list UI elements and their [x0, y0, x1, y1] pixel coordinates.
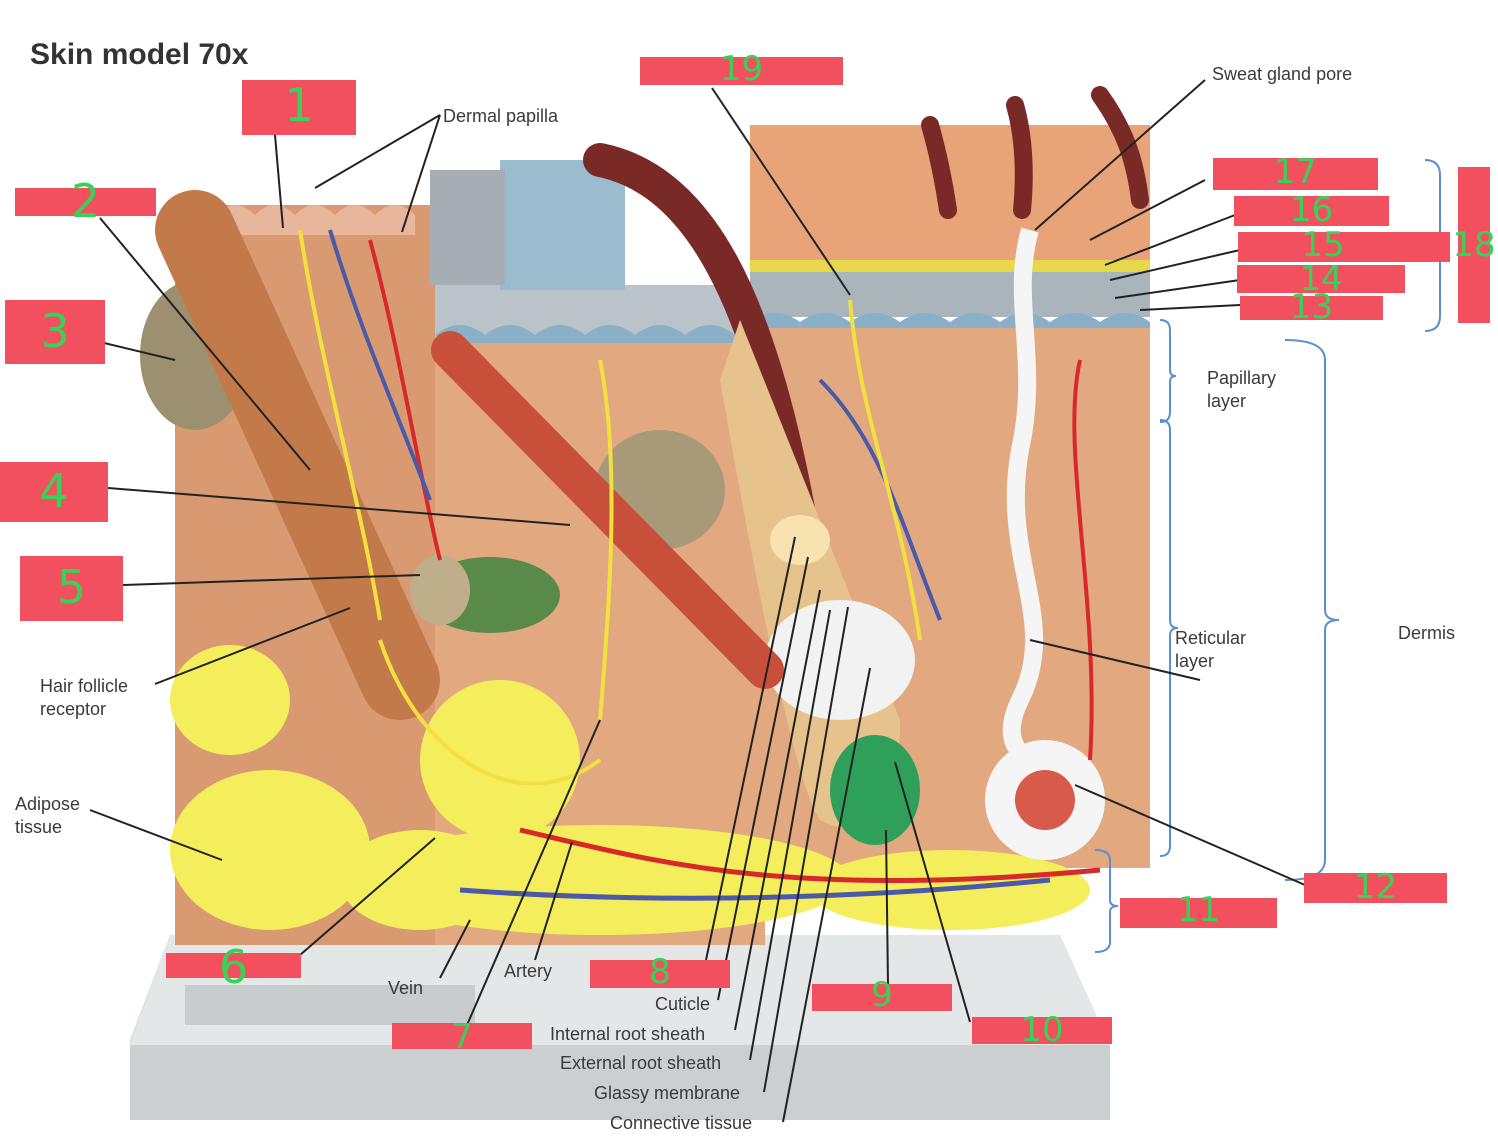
adipose-layer — [170, 645, 1090, 935]
answer-number-9: 9 — [871, 975, 893, 1015]
label-hair-follicle-receptor-text: Hair follicle receptor — [40, 676, 129, 720]
leader-lines — [89, 79, 1306, 1123]
answer-box-3[interactable] — [5, 300, 105, 364]
answer-box-18[interactable] — [1458, 167, 1490, 323]
lamellated-corpuscle — [410, 555, 560, 633]
answer-box-6[interactable] — [166, 953, 301, 978]
hair-follicle — [720, 320, 920, 845]
label-hair-follicle-receptor: Hair follicle receptor — [40, 675, 155, 722]
answer-number-14: 14 — [1299, 259, 1343, 299]
label-dermis: Dermis — [1398, 623, 1455, 643]
nerves — [298, 229, 922, 786]
answer-number-8: 8 — [649, 952, 671, 992]
answer-number-4: 4 — [39, 464, 69, 518]
diagram-title: Skin model 70x — [30, 38, 249, 71]
answer-number-2: 2 — [70, 174, 101, 228]
answer-number-16: 16 — [1289, 190, 1334, 230]
answer-box-7[interactable] — [392, 1023, 532, 1049]
answer-number-17: 17 — [1273, 152, 1318, 192]
answer-box-5[interactable] — [20, 556, 123, 621]
label-sweat-gland-pore: Sweat gland pore — [1212, 64, 1353, 84]
answer-number-12: 12 — [1353, 867, 1398, 907]
answer-number-18: 18 — [1452, 225, 1496, 265]
answer-number-3: 3 — [40, 304, 70, 358]
answer-box-16[interactable] — [1234, 196, 1389, 226]
answer-box-8[interactable] — [590, 960, 730, 988]
answer-box-4[interactable] — [0, 462, 108, 522]
label-internal-root-sheath: Internal root sheath — [550, 1024, 706, 1044]
arrector-pili-muscle — [431, 331, 784, 689]
answer-box-19[interactable] — [640, 57, 843, 85]
blood-vessels — [328, 229, 1101, 901]
label-external-root-sheath: External root sheath — [560, 1053, 722, 1073]
label-vein: Vein — [388, 978, 424, 998]
answer-box-9[interactable] — [812, 984, 952, 1011]
label-adipose-tissue: Adipose tissue — [15, 793, 95, 840]
answer-number-1: 1 — [284, 78, 314, 132]
answer-number-5: 5 — [56, 560, 87, 614]
answer-number-7: 7 — [451, 1017, 473, 1057]
label-papillary-layer: Papillary layer — [1207, 367, 1307, 414]
label-dermal-papilla: Dermal papilla — [443, 106, 559, 126]
answer-box-13[interactable] — [1240, 296, 1383, 320]
label-reticular-layer-text: Reticular layer — [1175, 628, 1247, 672]
answer-box-2[interactable] — [15, 188, 156, 216]
label-adipose-tissue-text: Adipose tissue — [15, 794, 81, 838]
label-papillary-layer-text: Papillary layer — [1207, 368, 1277, 412]
answer-box-10[interactable] — [972, 1017, 1112, 1044]
answer-box-14[interactable] — [1237, 265, 1405, 293]
sweat-gland — [985, 227, 1105, 860]
label-cuticle: Cuticle — [655, 994, 711, 1014]
answer-box-1[interactable] — [242, 80, 356, 135]
answer-box-11[interactable] — [1120, 898, 1277, 928]
answer-box-12[interactable] — [1304, 873, 1447, 903]
answer-number-6: 6 — [218, 940, 249, 994]
answer-number-11: 11 — [1176, 890, 1221, 930]
label-reticular-layer: Reticular layer — [1175, 627, 1270, 674]
label-connective-tissue: Connective tissue — [610, 1113, 753, 1133]
answer-number-15: 15 — [1301, 225, 1345, 265]
answer-box-15[interactable] — [1238, 232, 1450, 262]
label-artery: Artery — [504, 961, 553, 981]
model-base — [130, 935, 1110, 1120]
answer-number-13: 13 — [1289, 287, 1334, 327]
answer-number-19: 19 — [719, 49, 764, 89]
label-glassy-membrane: Glassy membrane — [594, 1083, 741, 1103]
answer-number-10: 10 — [1020, 1010, 1064, 1050]
answer-box-17[interactable] — [1213, 158, 1378, 190]
